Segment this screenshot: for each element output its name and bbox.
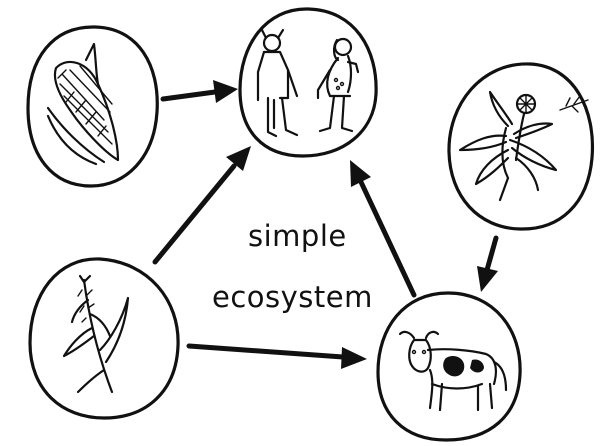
node-humans [240, 9, 376, 156]
node-grass [30, 259, 178, 418]
node-plant-circle [449, 64, 592, 229]
node-plant [449, 64, 592, 229]
node-humans-circle [240, 9, 376, 156]
arrow-cow-to-humans [350, 160, 414, 295]
arrow-plant-to-cow [477, 238, 498, 292]
arrow-grass-to-humans [155, 146, 251, 262]
arrow-grass-to-cow [189, 346, 367, 369]
node-cow [378, 293, 520, 440]
diagram-title: simple ecosystem [212, 219, 373, 314]
title-line-1: simple [248, 219, 347, 253]
title-line-2: ecosystem [212, 280, 373, 314]
node-corn [28, 27, 157, 186]
arrow-corn-to-humans [163, 80, 238, 103]
node-grass-circle [30, 259, 178, 418]
